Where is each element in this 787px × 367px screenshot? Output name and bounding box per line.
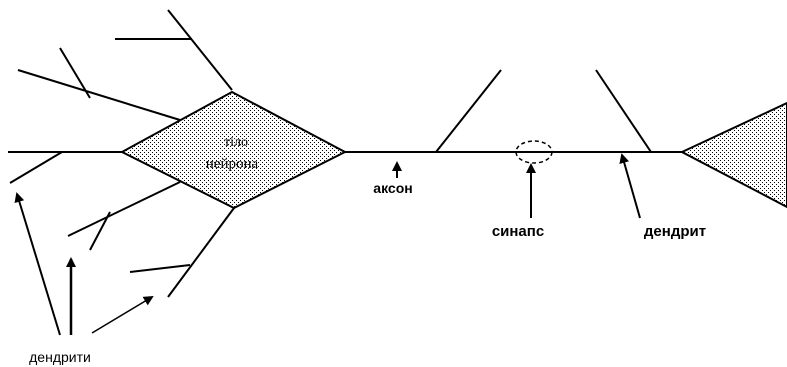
soma-label-line1: тіло: [224, 135, 248, 150]
axon-branch-left: [435, 69, 502, 153]
soma-shape: [119, 90, 348, 210]
second-neuron-soma: [679, 101, 787, 209]
second-neuron-dendrite: [595, 69, 652, 153]
synapse-label: синапс: [492, 223, 544, 240]
dendrites-label: дендрити: [29, 349, 91, 365]
dendrites-arrow-1: [14, 192, 61, 336]
dendrite-label: дендрит: [644, 223, 706, 240]
soma-label-line2: нейрона: [206, 156, 259, 172]
lower-left-dendrites: [9, 151, 235, 298]
axon-label: аксон: [373, 180, 412, 196]
dendrites-arrow-3: [91, 295, 154, 334]
upper-left-dendrites: [17, 9, 233, 121]
dendrite-arrow: [619, 153, 641, 219]
